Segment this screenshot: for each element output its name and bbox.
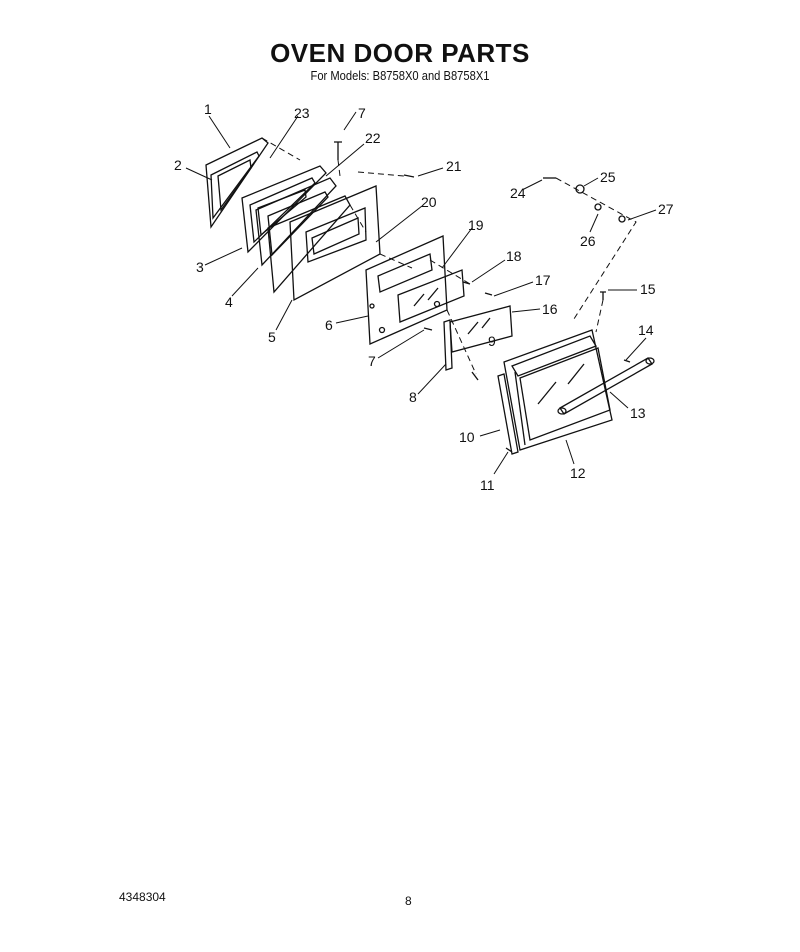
callout-26: 26 — [580, 233, 596, 249]
callout-24: 24 — [510, 185, 526, 201]
part-3-glass-pack — [255, 177, 337, 267]
callout-25: 25 — [600, 169, 616, 185]
callout-7-lower: 7 — [368, 353, 376, 369]
callout-6: 6 — [325, 317, 333, 333]
document-part-number: 4348304 — [119, 890, 166, 904]
screws — [334, 141, 631, 453]
page-subtitle: For Models: B8758X0 and B8758X1 — [310, 68, 490, 83]
callout-8: 8 — [409, 389, 417, 405]
part-12-outer-door-frame — [503, 329, 613, 451]
callout-18: 18 — [506, 248, 522, 264]
page-number: 8 — [405, 894, 412, 908]
part-10-gasket-strip — [497, 373, 519, 455]
callout-23: 23 — [294, 105, 310, 121]
callout-1: 1 — [204, 101, 212, 117]
callout-17: 17 — [535, 272, 551, 288]
callout-labels: 1 2 3 4 5 6 7 7 8 9 10 11 12 13 14 15 16… — [174, 101, 674, 493]
callout-7-top: 7 — [358, 105, 366, 121]
callout-leaders — [185, 111, 657, 475]
callout-15: 15 — [640, 281, 656, 297]
callout-16: 16 — [542, 301, 558, 317]
callout-12: 12 — [570, 465, 586, 481]
assembly-guide-lines — [261, 137, 637, 375]
callout-14: 14 — [638, 322, 654, 338]
callout-9: 9 — [488, 333, 496, 349]
callout-20: 20 — [421, 194, 437, 210]
part-6-liner-panel — [365, 235, 448, 345]
page-title: OVEN DOOR PARTS — [270, 38, 530, 68]
part-1-outer-frame — [205, 137, 269, 229]
part-16-inner-glass — [449, 305, 513, 353]
callout-5: 5 — [268, 329, 276, 345]
callout-13: 13 — [630, 405, 646, 421]
callout-27: 27 — [658, 201, 674, 217]
callout-22: 22 — [365, 130, 381, 146]
part-13-door-handle — [557, 357, 655, 415]
callout-4: 4 — [225, 294, 233, 310]
callout-10: 10 — [459, 429, 475, 445]
part-8-side-strip — [443, 319, 453, 371]
callout-11: 11 — [480, 477, 495, 493]
callout-3: 3 — [196, 259, 204, 275]
part-19-window-glass — [397, 269, 465, 323]
callout-21: 21 — [446, 158, 462, 174]
callout-2: 2 — [174, 157, 182, 173]
callout-19: 19 — [468, 217, 484, 233]
